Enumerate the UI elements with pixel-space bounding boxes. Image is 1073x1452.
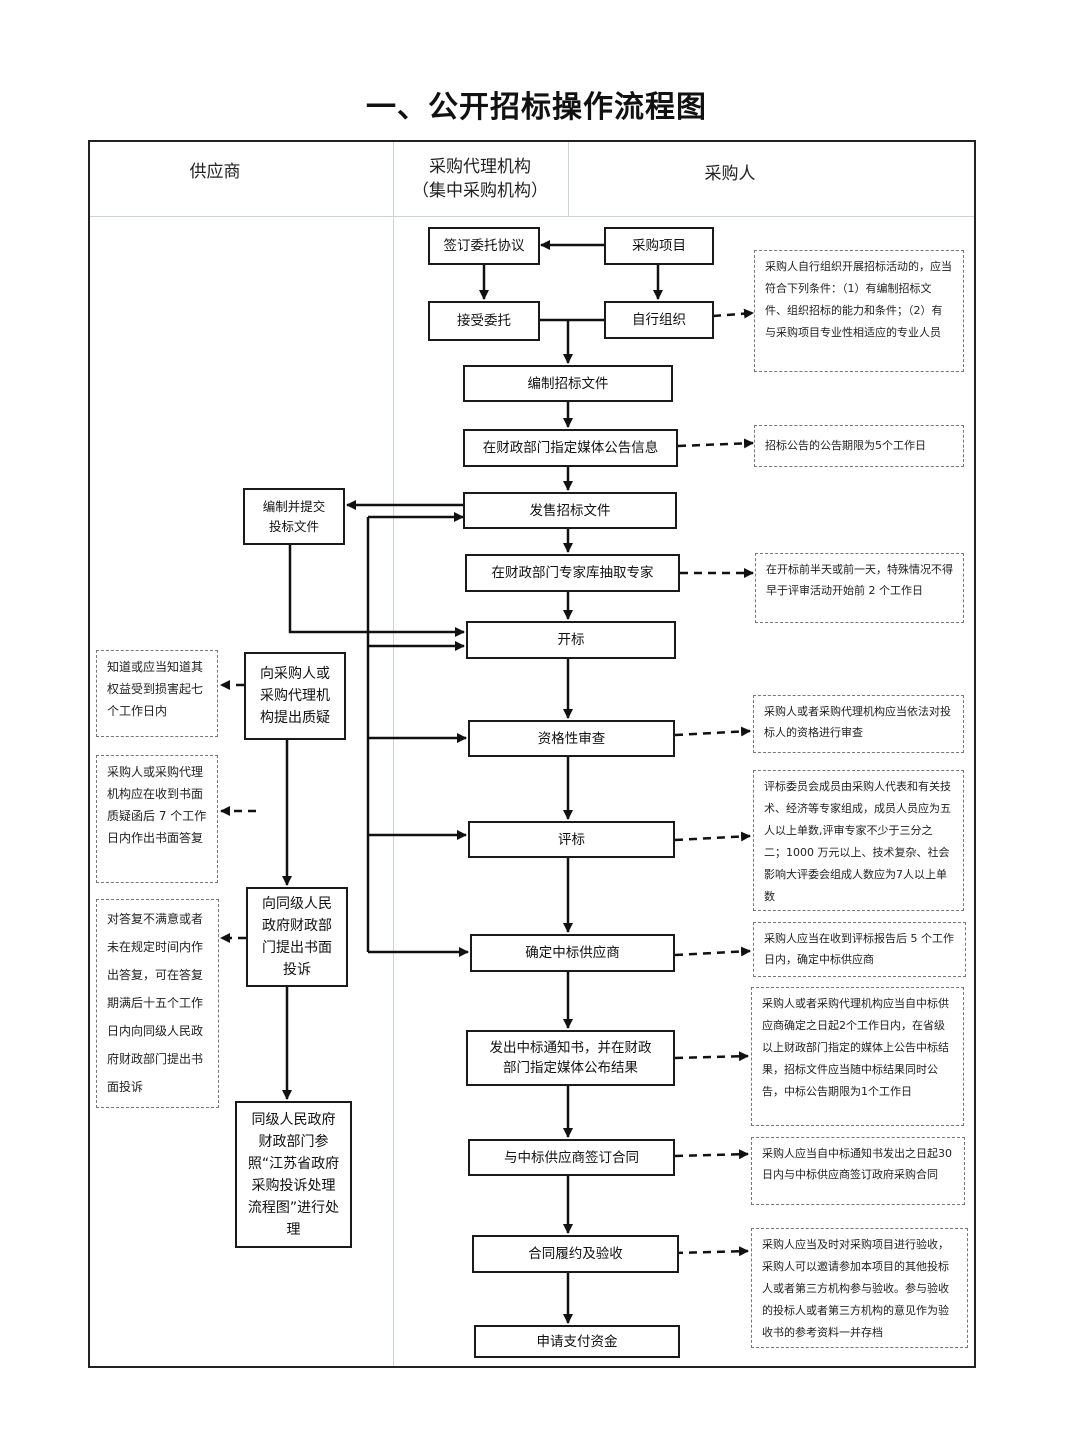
step-compile-docs: 编制招标文件 — [463, 365, 673, 402]
step-self-organize: 自行组织 — [604, 301, 714, 339]
note-contract-deadline: 采购人应当自中标通知书发出之日起30 日内与中标供应商签订政府采购合同 — [751, 1137, 965, 1205]
step-accept-entrust: 接受委托 — [428, 301, 540, 341]
note-publish-result: 采购人或者采购代理机构应当自中标供应商确定之日起2个工作日内，在省级以上财政部门… — [751, 987, 964, 1126]
page-title: 一、公开招标操作流程图 — [366, 90, 707, 125]
supplier-raise-query: 向采购人或采购代理机构提出质疑 — [244, 652, 346, 740]
note-acceptance: 采购人应当及时对采购项目进行验收，采购人可以邀请参加本项目的其他投标人或者第三方… — [751, 1228, 968, 1348]
step-purchase-project: 采购项目 — [604, 227, 714, 265]
lane-header-line — [90, 216, 974, 217]
note-query-limit: 知道或应当知道其权益受到损害起七个工作日内 — [96, 650, 218, 737]
note-reply-limit: 采购人或采购代理机构应在收到书面质疑函后 7 个工作日内作出书面答复 — [96, 755, 218, 883]
lane-agency-line1: 采购代理机构 — [429, 157, 531, 177]
step-decide-winner: 确定中标供应商 — [470, 934, 675, 972]
step-perform-accept: 合同履约及验收 — [472, 1235, 679, 1273]
flowchart-frame — [88, 140, 976, 1368]
lane-supplier-header: 供应商 — [189, 162, 241, 182]
step-sign-entrust: 签订委托协议 — [428, 227, 540, 265]
note-notice-period: 招标公告的公告期限为5个工作日 — [754, 425, 964, 467]
step-sell-docs: 发售招标文件 — [463, 492, 677, 529]
step-evaluate-bids: 评标 — [468, 821, 675, 858]
note-self-organize-conditions: 采购人自行组织开展招标活动的，应当符合下列条件：（1）有编制招标文件、组织招标的… — [754, 250, 964, 372]
gov-handle-complaint: 同级人民政府财政部门参照“江苏省政府采购投诉处理流程图”进行处理 — [235, 1101, 352, 1248]
step-sign-contract: 与中标供应商签订合同 — [468, 1139, 675, 1176]
note-evaluation-panel: 评标委员会成员由采购人代表和有关技术、经济等专家组成，成员人员应为五人以上单数,… — [753, 770, 964, 911]
note-expert-draw-time: 在开标前半天或前一天，特殊情况不得早于评审活动开始前 2 个工作日 — [755, 553, 964, 623]
step-draw-experts: 在财政部门专家库抽取专家 — [465, 554, 680, 592]
lane-agency-header: 采购代理机构 （集中采购机构） — [400, 155, 560, 203]
lane-divider-header — [568, 142, 569, 216]
note-decide-winner: 采购人应当在收到评标报告后 5 个工作日内，确定中标供应商 — [753, 922, 966, 977]
step-apply-payment: 申请支付资金 — [474, 1325, 680, 1358]
lane-divider-left — [393, 142, 394, 1366]
step-qualification-review: 资格性审查 — [468, 720, 675, 757]
supplier-prepare-bid: 编制并提交投标文件 — [243, 488, 345, 545]
note-qualification-review: 采购人或者采购代理机构应当依法对投标人的资格进行审查 — [753, 695, 964, 753]
lane-agency-line2: （集中采购机构） — [412, 181, 548, 201]
step-issue-award-notice: 发出中标通知书，并在财政部门指定媒体公布结果 — [466, 1030, 675, 1086]
note-complaint-limit: 对答复不满意或者未在规定时间内作出答复，可在答复期满后十五个工作日内向同级人民政… — [96, 899, 219, 1108]
supplier-file-complaint: 向同级人民政府财政部门提出书面投诉 — [246, 887, 348, 987]
step-open-bid: 开标 — [466, 621, 676, 659]
lane-purchaser-header: 采购人 — [704, 164, 756, 184]
step-publish-notice: 在财政部门指定媒体公告信息 — [463, 429, 678, 467]
